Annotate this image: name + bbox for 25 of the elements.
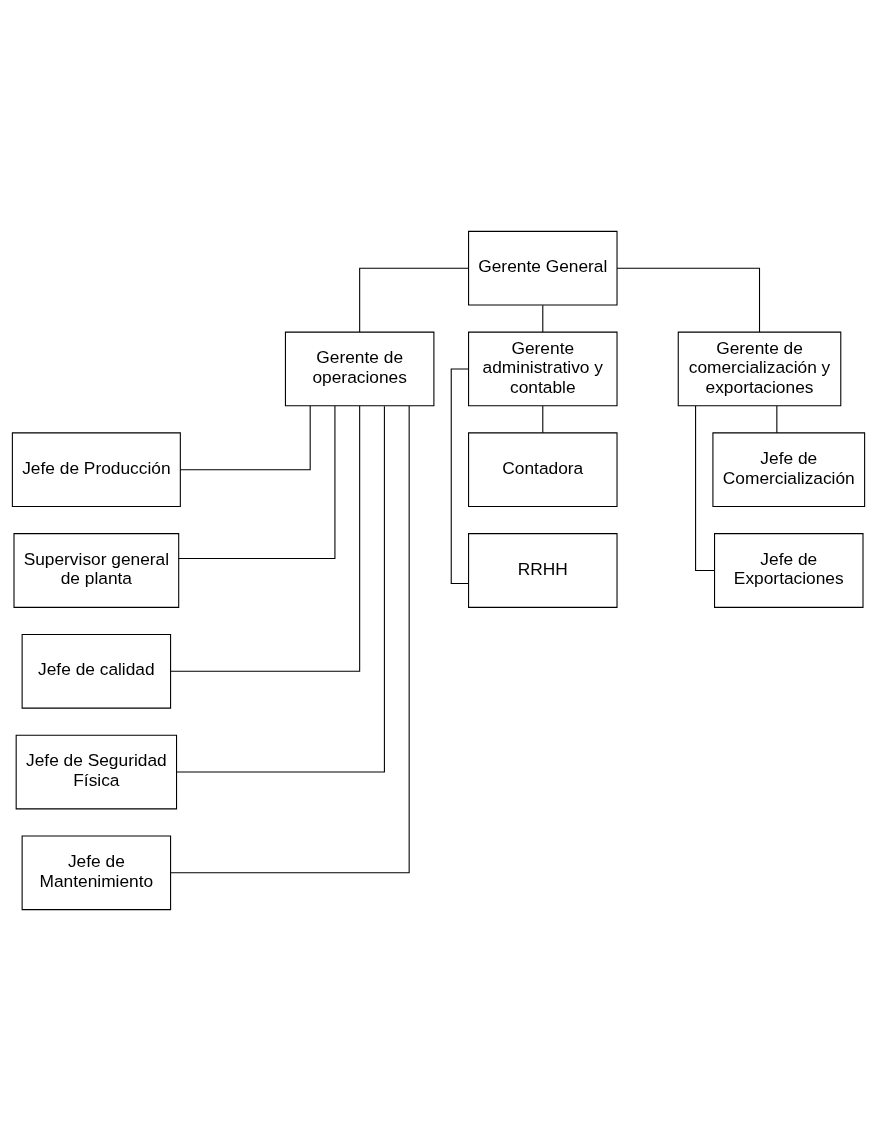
node-box: Gerente General	[468, 230, 618, 306]
node-box: Contadora	[468, 431, 618, 507]
node-box: Jefe de calidad	[21, 633, 172, 709]
connector	[170, 404, 361, 672]
node-box: Jefe de Exportaciones	[714, 532, 864, 608]
connector	[170, 404, 410, 873]
connector	[176, 405, 385, 773]
connector	[542, 304, 544, 333]
connector	[450, 367, 469, 584]
node-box: Gerente administrativo y contable	[468, 331, 618, 406]
node-box: Jefe de Producción	[11, 431, 181, 507]
node-box: Supervisor general de planta	[13, 532, 180, 608]
connector	[359, 267, 469, 333]
node-box: Gerente de comercialización y exportaciones	[677, 331, 842, 406]
connector	[695, 404, 715, 571]
connector	[776, 404, 778, 433]
node-box: Gerente de operaciones	[284, 331, 435, 406]
connector	[616, 267, 761, 333]
connector	[180, 404, 311, 470]
node-box: Jefe de Seguridad Física	[15, 734, 178, 809]
node-box: Jefe de Comercialización	[712, 431, 866, 507]
node-box: RRHH	[468, 532, 618, 608]
connector	[542, 404, 544, 433]
node-box: Jefe de Mantenimiento	[21, 834, 172, 910]
connector	[178, 404, 336, 559]
